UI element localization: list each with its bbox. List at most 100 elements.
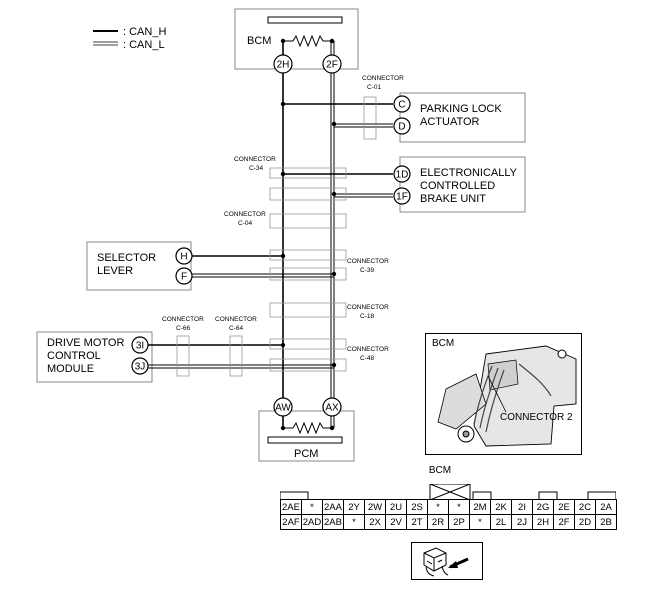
connector-c18-band bbox=[269, 302, 347, 318]
pinout-cell: 2D bbox=[574, 514, 596, 530]
pin-pcm-aw: AW bbox=[273, 397, 293, 417]
c39-label-a: CONNECTOR bbox=[347, 258, 389, 265]
bcm-termination-resistor bbox=[283, 34, 333, 48]
parking-lock-label-2: ACTUATOR bbox=[420, 116, 480, 128]
pcm-module: PCM bbox=[258, 410, 355, 462]
pinout-title: BCM bbox=[428, 465, 452, 476]
pin-brake-1d: 1D bbox=[393, 165, 411, 183]
connector-c34-band-l bbox=[269, 187, 347, 201]
pinout-cell: 2A bbox=[595, 499, 617, 515]
pinout-cell: 2H bbox=[532, 514, 554, 530]
pinout-cell: 2W bbox=[364, 499, 386, 515]
pinout-housing-top bbox=[280, 484, 616, 500]
connector-c48-band-l bbox=[269, 358, 347, 372]
pinout-cell: 2V bbox=[385, 514, 407, 530]
bcm-location-illustration bbox=[437, 345, 577, 447]
legend-can-h: : CAN_H bbox=[123, 26, 166, 38]
svg-text:AX: AX bbox=[325, 403, 339, 414]
parking-lock-box bbox=[399, 92, 526, 143]
pinout-cell: * bbox=[469, 514, 491, 530]
brake-unit-box bbox=[399, 156, 526, 213]
pinout-cell: 2E bbox=[553, 499, 575, 515]
pinout-cell: 2AD bbox=[301, 514, 323, 530]
connector-c34-band-h bbox=[269, 167, 347, 179]
pinout-cell: 2G bbox=[532, 499, 554, 515]
pinout-cell: * bbox=[427, 499, 449, 515]
pin-selector-h: H bbox=[175, 247, 193, 265]
pinout-cell: 2X bbox=[364, 514, 386, 530]
svg-text:1F: 1F bbox=[396, 192, 408, 203]
pinout-cell: 2K bbox=[490, 499, 512, 515]
connector-c39-band-h bbox=[269, 249, 347, 261]
connector-c64-band bbox=[229, 335, 243, 377]
pinout-cell: 2R bbox=[427, 514, 449, 530]
connector-c66-band bbox=[176, 335, 190, 377]
pinout-cell: 2AB bbox=[322, 514, 344, 530]
pinout-cell: 2I bbox=[511, 499, 533, 515]
brake-unit-label-1: ELECTRONICALLY bbox=[420, 167, 518, 179]
svg-text:C: C bbox=[398, 100, 405, 111]
c66-label-b: C-66 bbox=[176, 325, 190, 332]
pcm-label: PCM bbox=[294, 448, 318, 460]
brake-unit-label-2: CONTROLLED bbox=[420, 180, 495, 192]
pinout-cell: 2T bbox=[406, 514, 428, 530]
c48-label-b: C-48 bbox=[360, 355, 374, 362]
pinout-cell: * bbox=[301, 499, 323, 515]
connector-c01-band bbox=[363, 96, 377, 140]
svg-text:D: D bbox=[398, 122, 405, 133]
pin-drive-3i: 3I bbox=[131, 336, 149, 354]
can-wiring-diagram: : CAN_H : CAN_L BCM PCM bbox=[36, 8, 526, 462]
connector-labels: CONNECTOR C-01 CONNECTOR C-34 CONNECTOR … bbox=[162, 75, 404, 362]
svg-text:2F: 2F bbox=[326, 60, 338, 71]
c48-label-a: CONNECTOR bbox=[347, 346, 389, 353]
c39-label-b: C-39 bbox=[360, 267, 374, 274]
pinout-cell: 2B bbox=[595, 514, 617, 530]
pin-drive-3j: 3J bbox=[131, 357, 149, 375]
pin-parking-d: D bbox=[393, 117, 411, 135]
harness-side-view-icon bbox=[411, 542, 483, 580]
svg-text:2H: 2H bbox=[277, 60, 290, 71]
photo-title: BCM bbox=[432, 338, 455, 349]
connector-c04-band bbox=[269, 213, 347, 229]
pinout-cell: 2AA bbox=[322, 499, 344, 515]
junction-dots bbox=[280, 38, 337, 431]
pinout-cell: * bbox=[448, 499, 470, 515]
pinout-cell: 2F bbox=[553, 514, 575, 530]
pin-selector-f: F bbox=[175, 267, 193, 285]
drive-motor-label-2: CONTROL bbox=[47, 350, 101, 362]
pin-bcm-2h: 2H bbox=[273, 54, 293, 74]
c64-label-b: C-64 bbox=[229, 325, 243, 332]
c18-label-b: C-18 bbox=[360, 313, 374, 320]
pinout-cell: 2M bbox=[469, 499, 491, 515]
c04-label-b: C-04 bbox=[238, 220, 252, 227]
connector-c48-band-h bbox=[269, 338, 347, 350]
selector-label-2: LEVER bbox=[97, 265, 133, 277]
pcm-terminal-bar bbox=[267, 436, 343, 444]
bcm-location-photo: BCM CONNECTOR 2 bbox=[425, 333, 582, 455]
c34-label-b: C-34 bbox=[249, 165, 263, 172]
pinout-cell: 2Y bbox=[343, 499, 365, 515]
pin-pcm-ax: AX bbox=[322, 397, 342, 417]
bcm-label: BCM bbox=[247, 35, 271, 47]
pinout-cell: 2AE bbox=[280, 499, 302, 515]
photo-callout: CONNECTOR 2 bbox=[500, 412, 573, 423]
pinout-cell: 2C bbox=[574, 499, 596, 515]
bcm-terminal-bar bbox=[267, 16, 343, 24]
selector-label-1: SELECTOR bbox=[97, 252, 156, 264]
svg-text:3J: 3J bbox=[135, 362, 146, 373]
svg-text:3I: 3I bbox=[136, 341, 144, 352]
pcm-termination-resistor bbox=[283, 421, 333, 435]
c64-label-a: CONNECTOR bbox=[215, 316, 257, 323]
svg-text:1D: 1D bbox=[396, 170, 409, 181]
connector-c39-band-l bbox=[269, 267, 347, 281]
drive-motor-label-1: DRIVE MOTOR bbox=[47, 337, 124, 349]
pinout-cell: 2L bbox=[490, 514, 512, 530]
pinout-cell: 2J bbox=[511, 514, 533, 530]
pinout-cell: * bbox=[343, 514, 365, 530]
svg-text:H: H bbox=[180, 252, 187, 263]
pinout-cell: 2S bbox=[406, 499, 428, 515]
legend: : CAN_H : CAN_L bbox=[93, 26, 166, 51]
svg-text:F: F bbox=[181, 272, 187, 283]
